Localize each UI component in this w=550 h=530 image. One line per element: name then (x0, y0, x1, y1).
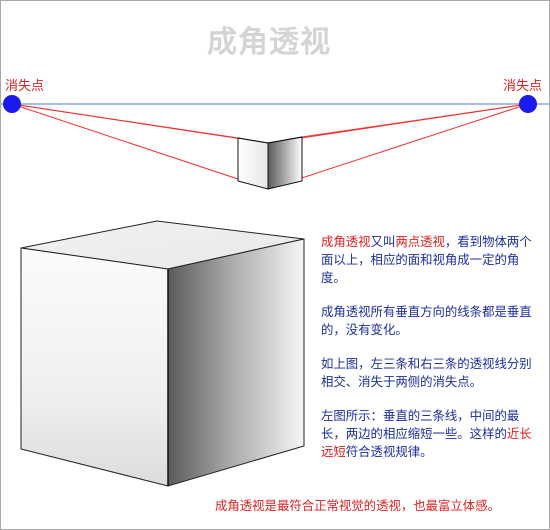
text-segment: 符合透视规律。 (345, 444, 433, 459)
paragraph-near-long-far-short: 左图所示：垂直的三条线，中间的最长，两边的相应缩短一些。这样的近长远短符合透视规… (321, 407, 543, 461)
text-segment: 又叫 (370, 234, 396, 249)
right-perspective-lines (267, 103, 529, 190)
large-cube-right-face (167, 238, 305, 487)
footer-note: 成角透视是最符合正常视觉的透视，也最富立体感。 (215, 498, 500, 513)
perspective-line (11, 103, 269, 190)
term-angular-perspective: 成角透视 (321, 234, 371, 249)
diagram-title: 成角透视 (207, 25, 331, 60)
right-vanishing-point-label: 消失点 (503, 79, 543, 94)
small-cube-right-face (267, 136, 303, 190)
paragraph-definition: 成角透视又叫两点透视，看到物体两个面以上，相应的面和视角成一定的角度。 (321, 233, 543, 287)
right-vanishing-point (519, 95, 537, 113)
large-cube (20, 220, 305, 487)
paragraph-vanishing: 如上图，左三条和右三条的透视线分别相交、消失于两侧的消失点。 (321, 356, 532, 389)
paragraph-vertical-lines: 成角透视所有垂直方向的线条都是垂直的，没有变化。 (321, 304, 532, 337)
small-cube-left-face (237, 137, 269, 190)
large-cube-left-face (20, 247, 169, 487)
perspective-line (267, 103, 529, 144)
left-vanishing-point (3, 95, 21, 113)
perspective-line (267, 103, 529, 190)
small-cube (237, 136, 303, 190)
left-perspective-lines (11, 103, 269, 190)
left-vanishing-point-label: 消失点 (5, 79, 45, 94)
perspective-line (11, 103, 269, 144)
text-segment: ，看到物体两个面以上，相应的面和视角成一定的角度。 (321, 234, 532, 285)
text-segment: 左图所示：垂直的三条线，中间的最长，两边的相应缩短一些。这样的 (321, 408, 520, 441)
term-near-long-far-short: 近长远短 (321, 426, 532, 459)
explanation-text: 成角透视又叫两点透视，看到物体两个面以上，相应的面和视角成一定的角度。 成角透视… (321, 233, 543, 477)
term-two-point-perspective: 两点透视 (395, 234, 445, 249)
